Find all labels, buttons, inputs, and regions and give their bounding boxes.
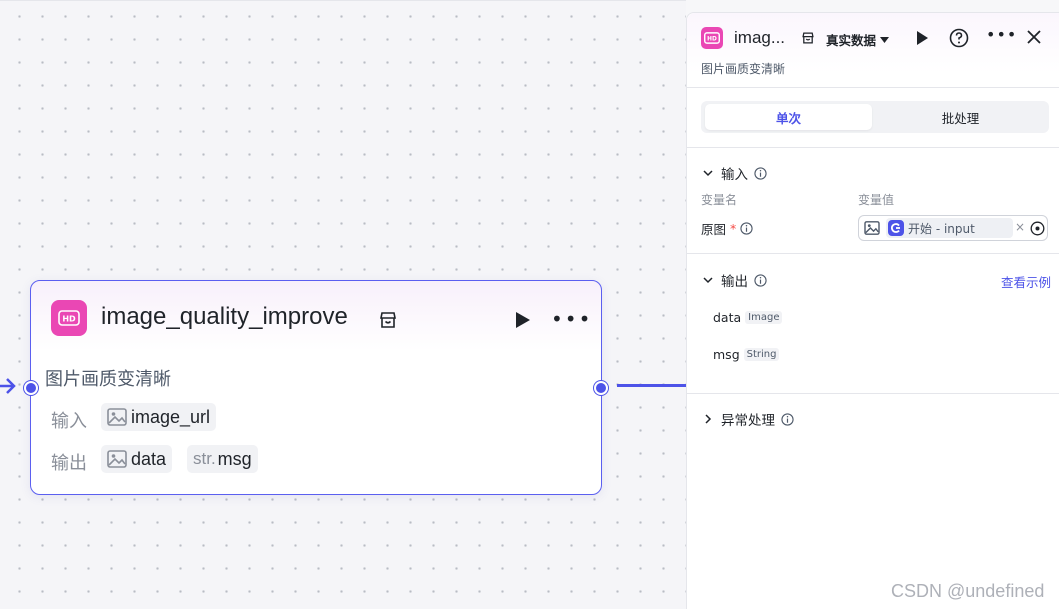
output-section-header[interactable]: 输出 bbox=[701, 270, 767, 290]
chevron-right-icon bbox=[705, 414, 712, 424]
node-title: image_quality_improve bbox=[101, 303, 348, 330]
more-icon[interactable]: ••• bbox=[986, 25, 1018, 44]
panel-description: 图片画质变清晰 bbox=[701, 62, 786, 76]
output-name: data bbox=[713, 310, 742, 325]
hd-plugin-icon: HD bbox=[51, 300, 87, 336]
outgoing-edge bbox=[617, 384, 687, 387]
info-icon[interactable] bbox=[754, 166, 767, 180]
output-chip-data: data bbox=[101, 445, 173, 473]
reference-value: 开始 - input bbox=[908, 221, 975, 236]
workflow-node[interactable]: HD image_quality_improve ••• 图片画质变清晰 输入 … bbox=[30, 280, 602, 495]
image-icon bbox=[864, 221, 880, 235]
divider bbox=[687, 253, 1059, 254]
node-output-label: 输出 bbox=[51, 453, 87, 474]
start-node-icon bbox=[888, 220, 904, 236]
column-variable-name: 变量名 bbox=[701, 193, 738, 207]
help-icon[interactable] bbox=[949, 28, 969, 48]
incoming-edge-arrow bbox=[0, 378, 16, 394]
input-section-header[interactable]: 输入 bbox=[701, 163, 767, 183]
output-port[interactable] bbox=[594, 381, 608, 395]
node-input-label: 输入 bbox=[51, 411, 87, 432]
string-type-prefix: str. bbox=[193, 449, 216, 468]
variable-reference-field[interactable]: 开始 - input × bbox=[858, 215, 1048, 241]
input-name: image_url bbox=[131, 406, 211, 427]
target-icon[interactable] bbox=[1030, 221, 1045, 236]
image-icon bbox=[107, 408, 127, 426]
divider bbox=[687, 147, 1059, 148]
output-chip-msg: str. msg bbox=[187, 445, 258, 473]
output-name: msg bbox=[217, 448, 252, 469]
info-icon[interactable] bbox=[740, 222, 753, 235]
run-icon[interactable] bbox=[511, 309, 533, 331]
svg-text:HD: HD bbox=[707, 37, 717, 43]
chevron-down-icon bbox=[703, 170, 713, 177]
input-port[interactable] bbox=[24, 381, 38, 395]
required-mark: * bbox=[730, 221, 737, 236]
panel-header: HD imag... 真实数据 ••• 图片画质变清晰 bbox=[687, 13, 1059, 88]
input-section-title: 输入 bbox=[721, 167, 748, 183]
exception-section-title: 异常处理 bbox=[721, 413, 775, 429]
reference-tag: 开始 - input bbox=[886, 218, 1013, 238]
output-item: msg String bbox=[713, 347, 780, 362]
clear-reference-icon[interactable]: × bbox=[1015, 220, 1026, 234]
run-mode-tabs: 单次 批处理 bbox=[701, 101, 1049, 133]
svg-text:HD: HD bbox=[62, 315, 76, 324]
node-test-panel: HD imag... 真实数据 ••• 图片画质变清晰 单次 批处理 输入 变量… bbox=[686, 12, 1059, 609]
column-variable-value: 变量值 bbox=[858, 193, 895, 207]
type-tag: String bbox=[743, 348, 780, 361]
watermark: CSDN @undefined bbox=[891, 581, 1045, 601]
variable-name: 原图 bbox=[701, 222, 727, 237]
view-example-link[interactable]: 查看示例 bbox=[1001, 275, 1052, 290]
more-icon[interactable]: ••• bbox=[551, 307, 593, 331]
store-icon bbox=[802, 32, 814, 44]
output-name: data bbox=[131, 448, 167, 469]
store-icon bbox=[380, 312, 396, 328]
chevron-down-icon bbox=[703, 277, 713, 284]
hd-plugin-icon: HD bbox=[701, 27, 723, 49]
node-description: 图片画质变清晰 bbox=[45, 369, 171, 390]
panel-title: imag... bbox=[734, 28, 786, 47]
data-mode-label: 真实数据 bbox=[826, 33, 877, 48]
caret-down-icon bbox=[880, 36, 890, 43]
tab-single[interactable]: 单次 bbox=[705, 104, 872, 130]
image-icon bbox=[107, 450, 127, 468]
exception-section-header[interactable]: 异常处理 bbox=[701, 409, 794, 429]
data-mode-select[interactable]: 真实数据 bbox=[826, 30, 890, 49]
close-icon[interactable] bbox=[1025, 28, 1043, 46]
output-name: msg bbox=[713, 347, 740, 362]
divider bbox=[687, 393, 1059, 394]
run-icon[interactable] bbox=[913, 29, 931, 47]
tab-batch[interactable]: 批处理 bbox=[941, 110, 980, 126]
output-item: data Image bbox=[713, 310, 783, 325]
input-chip-image-url: image_url bbox=[101, 403, 217, 431]
variable-original-image: 原图* bbox=[701, 219, 753, 238]
info-icon[interactable] bbox=[754, 273, 767, 287]
info-icon[interactable] bbox=[781, 412, 794, 426]
type-tag: Image bbox=[745, 311, 783, 324]
output-section-title: 输出 bbox=[721, 274, 748, 290]
